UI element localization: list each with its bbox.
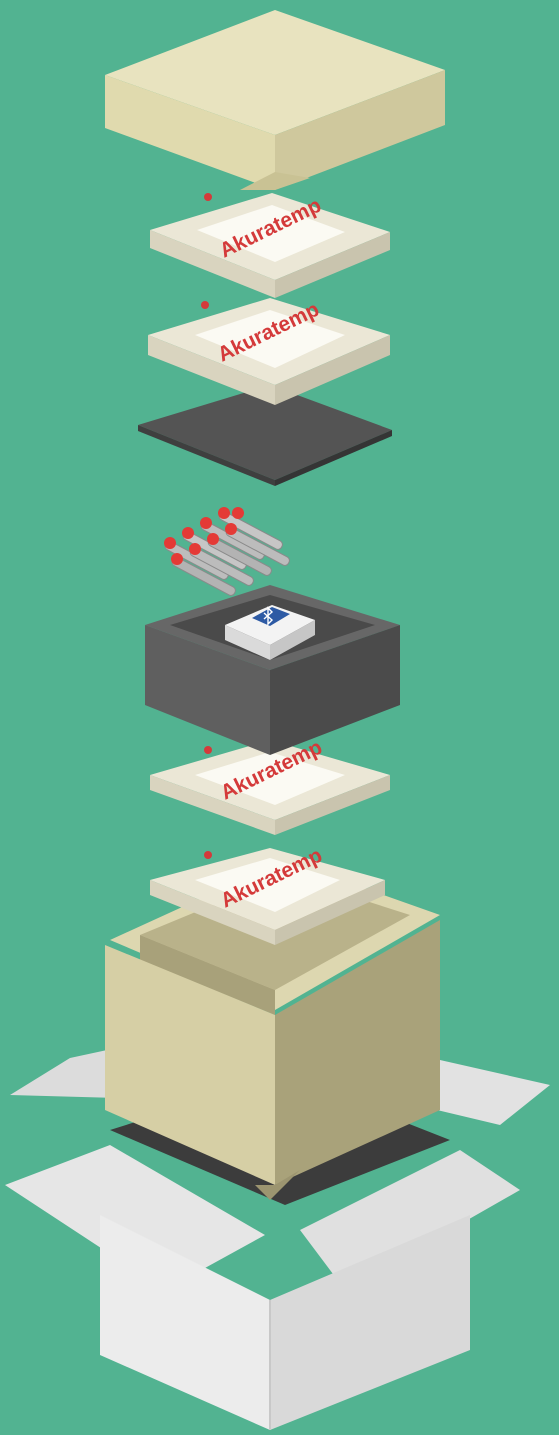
illustration-canvas: Akuratemp Akuratemp bbox=[0, 0, 559, 1435]
exploded-packaging-illustration: Akuratemp Akuratemp bbox=[0, 0, 559, 1435]
